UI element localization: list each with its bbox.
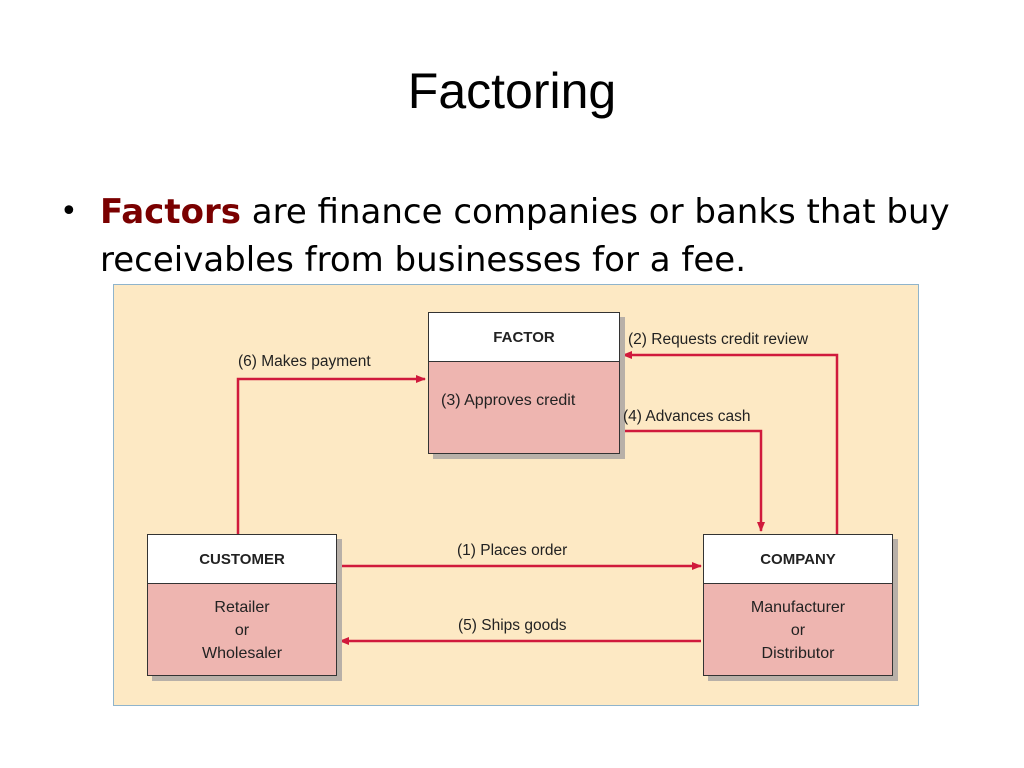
label-makes-payment: (6) Makes payment <box>238 353 371 370</box>
factor-box: FACTOR (3) Approves credit <box>428 312 620 454</box>
bullet-definition: are finance companies or banks that buy … <box>100 192 950 280</box>
factor-body: (3) Approves credit <box>441 392 576 409</box>
label-ships-goods: (5) Ships goods <box>458 617 567 634</box>
customer-body: Retailer or Wholesaler <box>148 584 336 665</box>
customer-line-1: Retailer <box>214 599 270 616</box>
customer-line-3: Wholesaler <box>201 645 283 662</box>
label-advances-cash: (4) Advances cash <box>623 408 751 425</box>
bullet-term: Factors <box>100 192 241 232</box>
page-title: Factoring <box>407 63 617 119</box>
factoring-diagram: FACTOR (3) Approves credit CUSTOMER Reta… <box>113 284 919 706</box>
arrow-makes-payment <box>236 375 426 534</box>
bullet-point: • Factors are finance companies or banks… <box>60 188 960 284</box>
company-line-2: or <box>790 622 806 639</box>
company-box: COMPANY Manufacturer or Distributor <box>703 534 893 676</box>
company-line-3: Distributor <box>761 645 835 662</box>
company-header: COMPANY <box>704 535 892 584</box>
factor-header: FACTOR <box>429 313 619 362</box>
customer-box: CUSTOMER Retailer or Wholesaler <box>147 534 337 676</box>
label-places-order: (1) Places order <box>457 542 568 559</box>
customer-line-2: or <box>234 622 250 639</box>
flow-arrows <box>236 351 839 645</box>
company-line-1: Manufacturer <box>750 599 846 616</box>
arrow-requests-review <box>622 351 839 534</box>
customer-header: CUSTOMER <box>148 535 336 584</box>
bullet-icon: • <box>60 194 78 229</box>
label-requests-review: (2) Requests credit review <box>628 331 809 348</box>
company-body: Manufacturer or Distributor <box>704 584 892 665</box>
bullet-text: Factors are finance companies or banks t… <box>100 188 960 284</box>
arrow-advances-cash <box>619 429 765 532</box>
